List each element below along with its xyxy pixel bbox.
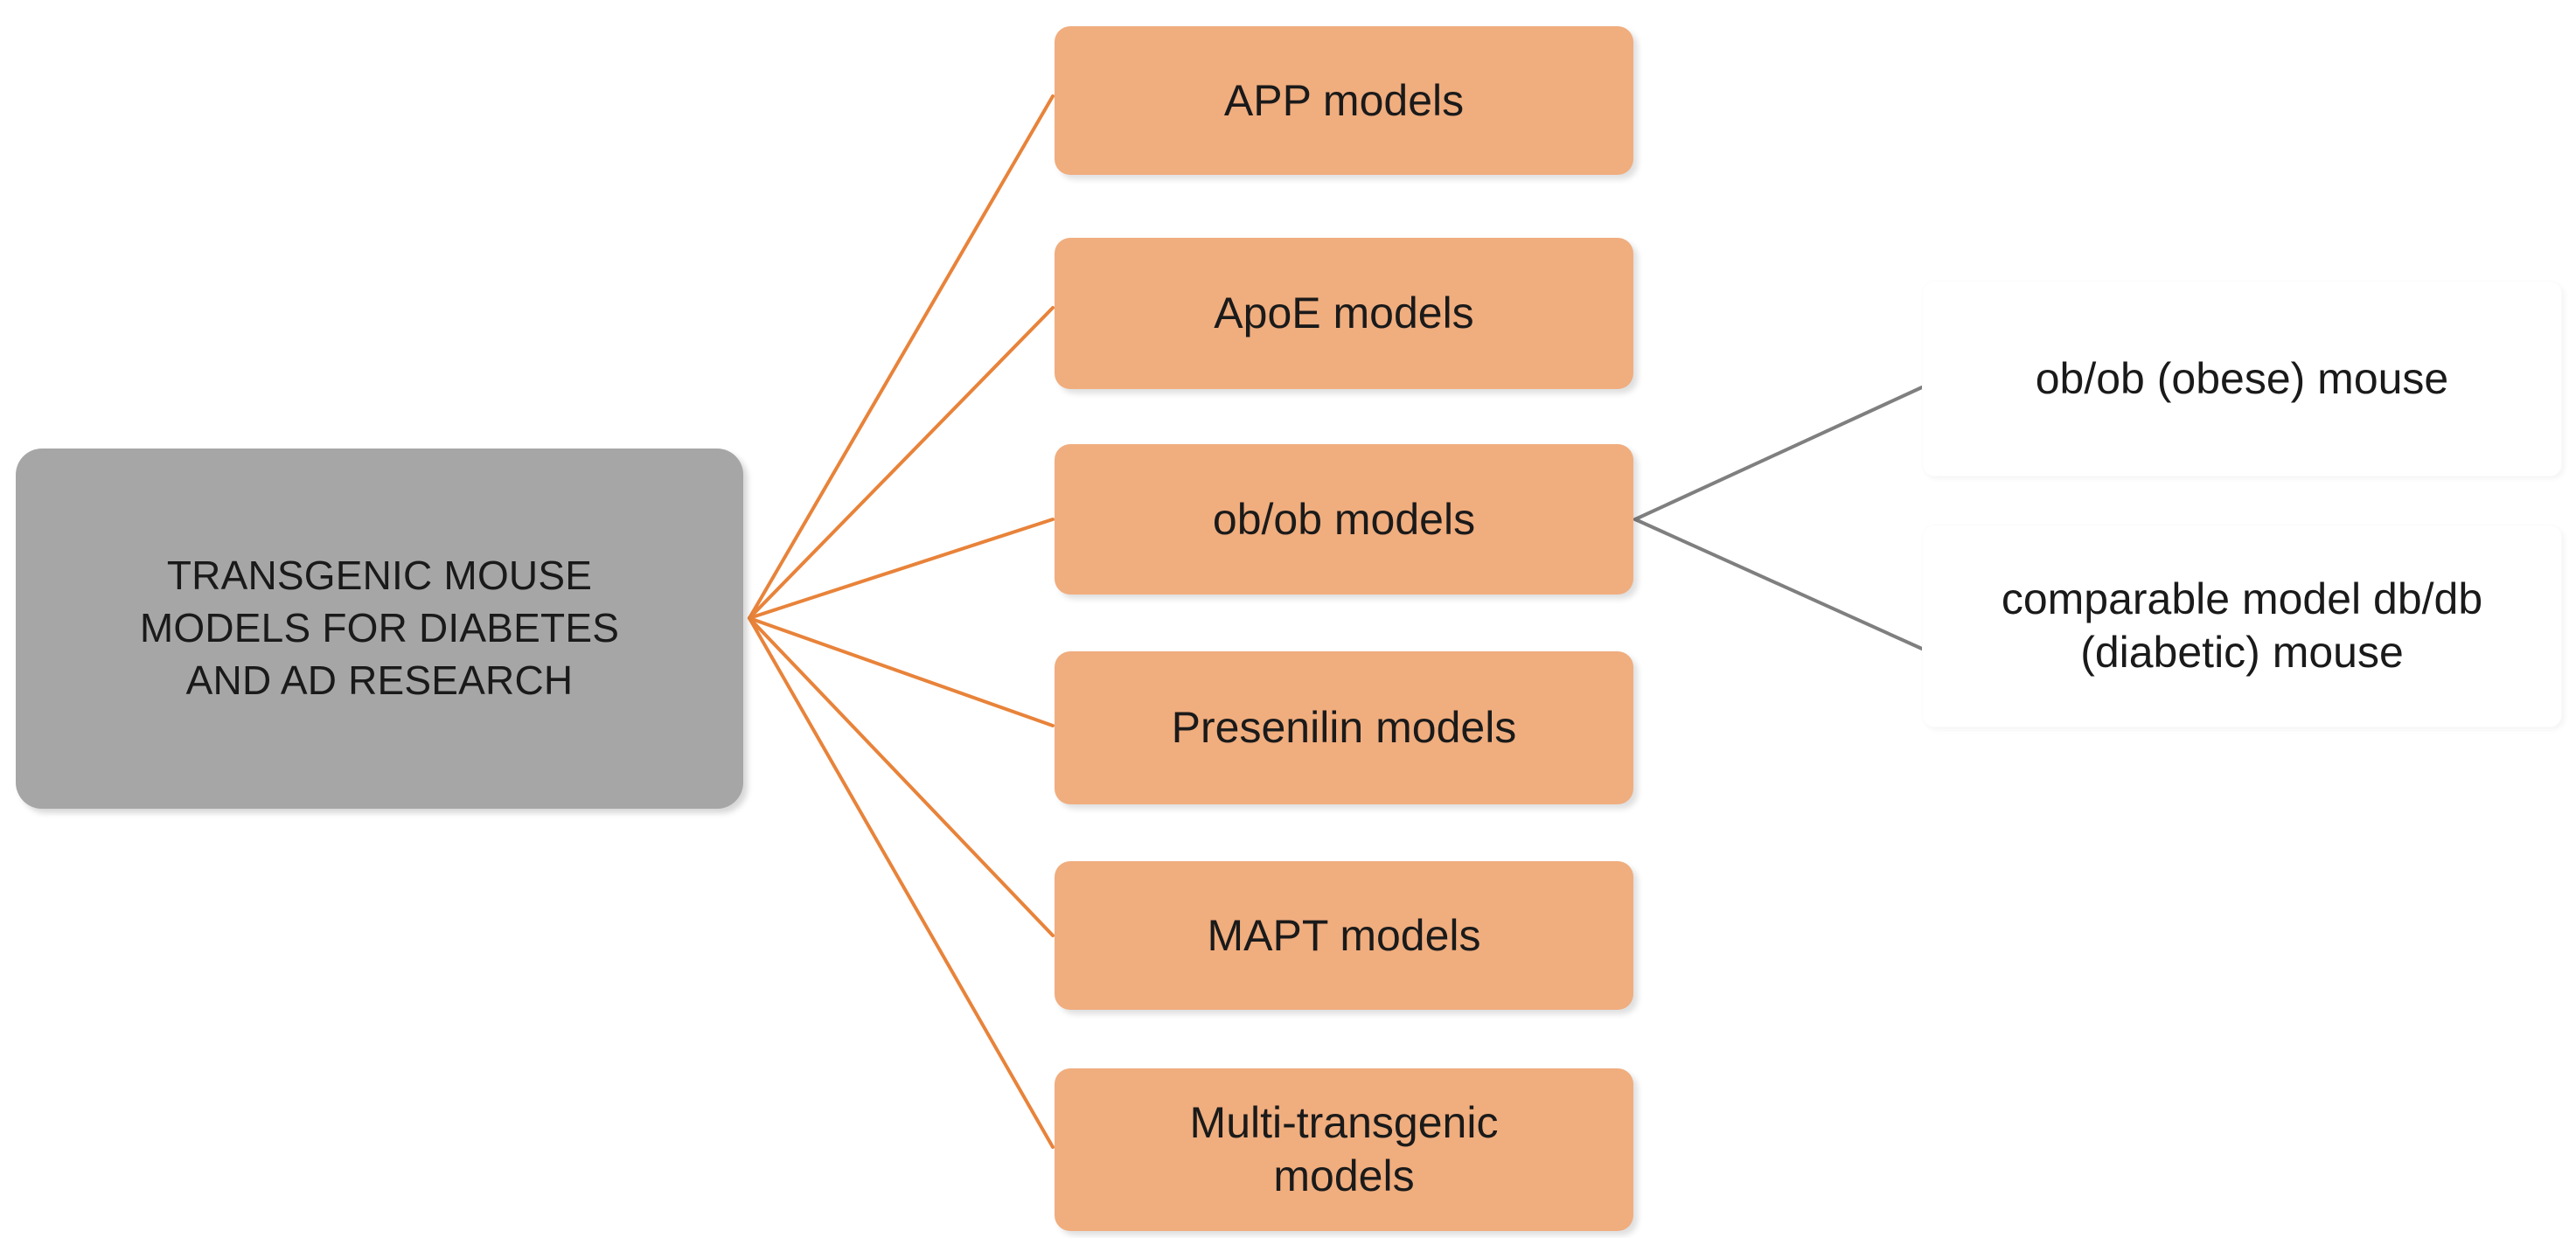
edge-root-to-mapt — [748, 616, 1055, 937]
leaf-connectors — [1633, 386, 1924, 650]
branch-node-multi-transgenic-models[interactable]: Multi-transgenic models — [1055, 1068, 1633, 1231]
edge-root-to-obob — [748, 518, 1055, 620]
branch-node-mapt-models[interactable]: MAPT models — [1055, 861, 1633, 1010]
branch-node-presenilin-models[interactable]: Presenilin models — [1055, 651, 1633, 804]
edge-root-to-presenilin — [748, 616, 1055, 727]
edge-root-to-multi-transgenic — [748, 616, 1055, 1149]
branch-node-apoe-models[interactable]: ApoE models — [1055, 238, 1633, 389]
leaf-node-label: comparable model db/db (diabetic) mouse — [2001, 574, 2483, 677]
branch-node-obob-models[interactable]: ob/ob models — [1055, 444, 1633, 595]
branch-node-label: ApoE models — [1214, 289, 1474, 337]
branch-node-label: MAPT models — [1207, 910, 1481, 960]
edge-obob-to-diabetic-mouse — [1633, 518, 1924, 650]
branch-node-app-models[interactable]: APP models — [1055, 26, 1633, 175]
edge-root-to-app — [748, 94, 1055, 620]
edge-obob-to-obese-mouse — [1633, 386, 1924, 521]
leaf-node-diabetic-mouse[interactable]: comparable model db/db (diabetic) mouse — [1922, 525, 2562, 727]
leaf-node-label: ob/ob (obese) mouse — [2035, 353, 2449, 403]
edge-root-to-apoe — [748, 306, 1055, 620]
branch-node-label: ob/ob models — [1212, 494, 1476, 544]
branch-node-label: Multi-transgenic models — [1189, 1098, 1499, 1200]
branch-connectors — [748, 94, 1055, 1149]
branch-node-label: Presenilin models — [1171, 703, 1517, 752]
branch-node-label: APP models — [1223, 75, 1465, 125]
root-node-label: TRANSGENIC MOUSE MODELS FOR DIABETES AND… — [139, 553, 620, 703]
root-node-transgenic-mouse-models[interactable]: TRANSGENIC MOUSE MODELS FOR DIABETES AND… — [16, 449, 743, 809]
leaf-node-obese-mouse[interactable]: ob/ob (obese) mouse — [1922, 281, 2562, 476]
